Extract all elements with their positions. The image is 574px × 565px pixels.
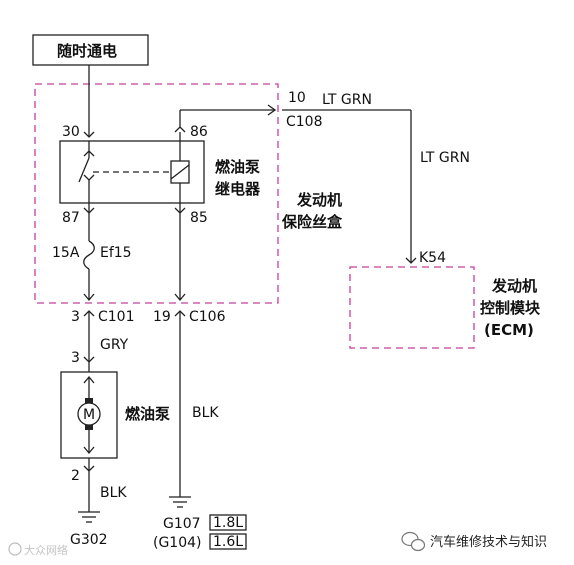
arrow-c108 <box>267 104 277 116</box>
c108-pin: 10 <box>288 90 306 106</box>
watermark-left-icon <box>8 542 22 556</box>
connector-30-mark <box>83 131 95 138</box>
ground-g107-label: G107 <box>163 516 201 532</box>
relay-switch-contact <box>83 150 95 157</box>
pump-brush-top <box>85 398 93 403</box>
power-source-label: 随时通电 <box>57 42 117 60</box>
engine-label-1: 1.8L <box>213 515 243 531</box>
relay-pin-85: 85 <box>190 210 208 226</box>
relay-pin-86: 86 <box>190 124 208 140</box>
c106-connector: C106 <box>189 309 226 325</box>
watermark-right: 汽车维修技术与知识 <box>430 534 547 550</box>
wire-color-blk-right: BLK <box>192 405 219 421</box>
pump-brush-bottom <box>85 425 93 430</box>
pump-motor-symbol: M <box>83 407 95 423</box>
power-source-box <box>32 34 149 66</box>
pump-pin-top: 3 <box>71 350 80 366</box>
fusebox-label-line1: 发动机 <box>296 191 342 209</box>
wire-color-lt-grn-vertical: LT GRN <box>420 150 470 166</box>
c101-connector: C101 <box>98 309 135 325</box>
connector-86-mark <box>174 126 186 133</box>
relay-coil-slash <box>170 164 190 180</box>
ground-g104-label: (G104) <box>153 535 202 551</box>
pump-internal-arrow-up <box>83 375 95 384</box>
fuse-name: Ef15 <box>100 245 132 261</box>
ecm-label-line1: 发动机 <box>491 277 537 295</box>
relay-switch-blade <box>78 157 90 183</box>
relay-switch-lower-contact <box>83 174 95 181</box>
watermark-left: 大众网络 <box>24 543 68 557</box>
relay-pin-30: 30 <box>62 124 80 140</box>
wire-color-gry: GRY <box>100 337 129 353</box>
wire-color-blk-pump: BLK <box>100 485 127 501</box>
engine-label-2: 1.6L <box>213 534 243 550</box>
connector-k54-mark <box>405 257 417 264</box>
pump-pin-bottom: 2 <box>71 468 80 484</box>
arrow-down-c106 <box>174 293 186 302</box>
ecm-label-line3: (ECM) <box>484 321 534 339</box>
ecm-label-line2: 控制模块 <box>480 299 541 317</box>
wire-color-lt-grn-top: LT GRN <box>322 92 372 108</box>
wechat-icon <box>401 531 426 552</box>
relay-label-line1: 燃油泵 <box>215 158 260 176</box>
c101-pin: 3 <box>71 309 80 325</box>
relay-box <box>59 140 205 204</box>
fuse-rating: 15A <box>52 245 80 261</box>
c108-connector: C108 <box>286 114 323 130</box>
ground-g302-label: G302 <box>70 532 108 548</box>
relay-label-line2: 继电器 <box>215 180 261 198</box>
ecm-pin-k54: K54 <box>419 250 446 266</box>
fuel-pump-label: 燃油泵 <box>125 405 170 423</box>
c106-pin: 19 <box>153 309 171 325</box>
pump-internal-arrow-down <box>83 446 95 455</box>
ecm-boundary <box>349 266 475 349</box>
engine-fusebox-boundary <box>34 83 279 304</box>
relay-pin-87: 87 <box>62 210 80 226</box>
fusebox-label-line2: 保险丝盒 <box>281 213 343 231</box>
arrow-down-c101 <box>83 293 95 302</box>
fuse-ef15 <box>83 240 95 270</box>
engine-box-2 <box>209 533 247 550</box>
engine-box-1 <box>209 514 247 531</box>
